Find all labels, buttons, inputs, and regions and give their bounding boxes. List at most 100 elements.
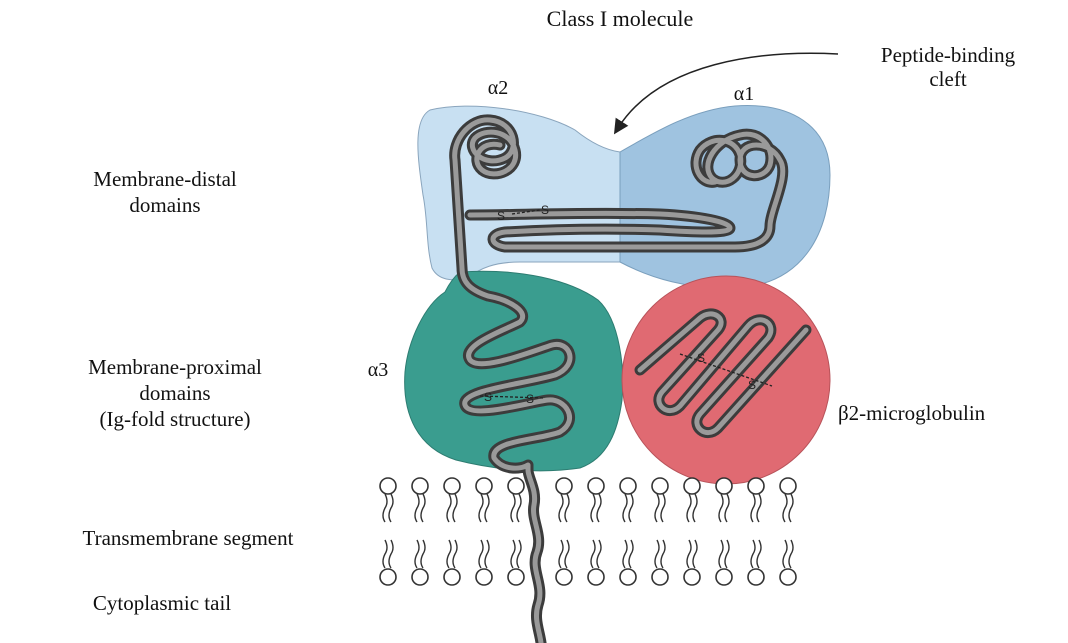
transmembrane-label: Transmembrane segment [83, 526, 294, 550]
lipid-tail [559, 494, 563, 522]
lipid-tail [421, 494, 425, 522]
lipid-tail [591, 540, 595, 568]
lipid-tail [655, 494, 659, 522]
lipid-head [780, 569, 796, 585]
lipid-tail [389, 540, 393, 568]
cleft-label-line2: cleft [929, 67, 966, 91]
lipid-tail [719, 494, 723, 522]
lipid-tail [751, 540, 755, 568]
lipid-bilayer [380, 478, 796, 585]
lipid-head [684, 569, 700, 585]
lipid-tail [719, 540, 723, 568]
beta2-microglobulin-label: β2-microglobulin [838, 401, 986, 425]
lipid-tail [693, 494, 697, 522]
cleft-label-line1: Peptide-binding [881, 43, 1016, 67]
lipid-head [412, 478, 428, 494]
alpha2-domain [418, 106, 620, 280]
lipid-tail [485, 540, 489, 568]
lipid-tail [629, 494, 633, 522]
membrane-proximal-label-line1: Membrane-proximal [88, 355, 262, 379]
lipid-tail [517, 494, 521, 522]
lipid-tail [565, 494, 569, 522]
lipid-tail [623, 540, 627, 568]
lipid-head [588, 569, 604, 585]
lipid-tail [565, 540, 569, 568]
lipid-head [748, 478, 764, 494]
lipid-tail [655, 540, 659, 568]
lipid-tail [511, 540, 515, 568]
lipid-head [444, 569, 460, 585]
lipid-tail [725, 494, 729, 522]
lipid-tail [447, 494, 451, 522]
lipid-tail [591, 494, 595, 522]
lipid-tail [783, 540, 787, 568]
membrane-proximal-label-line3: (Ig-fold structure) [99, 407, 250, 431]
lipid-head [716, 478, 732, 494]
lipid-head [556, 569, 572, 585]
lipid-tail [661, 494, 665, 522]
lipid-tail [757, 540, 761, 568]
alpha2-label: α2 [488, 77, 508, 99]
disulfide-s-label: S [748, 378, 756, 392]
lipid-head [780, 478, 796, 494]
lipid-tail [687, 540, 691, 568]
lipid-head [380, 478, 396, 494]
lipid-tail [383, 540, 387, 568]
alpha3-label: α3 [368, 359, 388, 381]
disulfide-s-label: S [484, 390, 492, 404]
diagram-title: Class I molecule [547, 6, 694, 31]
lipid-tail [597, 540, 601, 568]
lipid-tail [453, 540, 457, 568]
lipid-tail [757, 494, 761, 522]
lipid-tail [447, 540, 451, 568]
lipid-head [652, 569, 668, 585]
lipid-tail [415, 494, 419, 522]
lipid-tail [629, 540, 633, 568]
lipid-tail [751, 494, 755, 522]
lipid-tail [453, 494, 457, 522]
lipid-head [588, 478, 604, 494]
disulfide-s-label: S [697, 351, 705, 365]
lipid-tail [415, 540, 419, 568]
disulfide-s-label: S [497, 209, 505, 223]
lipid-tail [517, 540, 521, 568]
lipid-head [476, 569, 492, 585]
lipid-tail [789, 494, 793, 522]
alpha1-label: α1 [734, 83, 754, 105]
cytoplasmic-label: Cytoplasmic tail [93, 591, 231, 615]
lipid-tail [789, 540, 793, 568]
lipid-head [380, 569, 396, 585]
lipid-head [716, 569, 732, 585]
lipid-head [508, 569, 524, 585]
alpha1-domain [620, 106, 830, 289]
lipid-head [684, 478, 700, 494]
lipid-tail [485, 494, 489, 522]
lipid-head [412, 569, 428, 585]
lipid-tail [597, 494, 601, 522]
lipid-head [444, 478, 460, 494]
lipid-tail [623, 494, 627, 522]
lipid-head [652, 478, 668, 494]
lipid-head [556, 478, 572, 494]
membrane-distal-label-line1: Membrane-distal [93, 167, 237, 191]
lipid-tail [479, 494, 483, 522]
lipid-tail [687, 494, 691, 522]
membrane-distal-label-line2: domains [129, 193, 200, 217]
disulfide-s-label: S [541, 203, 549, 217]
lipid-head [620, 569, 636, 585]
lipid-tail [783, 494, 787, 522]
lipid-head [476, 478, 492, 494]
lipid-tail [383, 494, 387, 522]
lipid-tail [421, 540, 425, 568]
lipid-head [620, 478, 636, 494]
lipid-tail [479, 540, 483, 568]
lipid-head [748, 569, 764, 585]
lipid-tail [511, 494, 515, 522]
lipid-tail [725, 540, 729, 568]
lipid-tail [693, 540, 697, 568]
lipid-head [508, 478, 524, 494]
lipid-tail [389, 494, 393, 522]
lipid-tail [661, 540, 665, 568]
disulfide-s-label: S [526, 392, 534, 406]
